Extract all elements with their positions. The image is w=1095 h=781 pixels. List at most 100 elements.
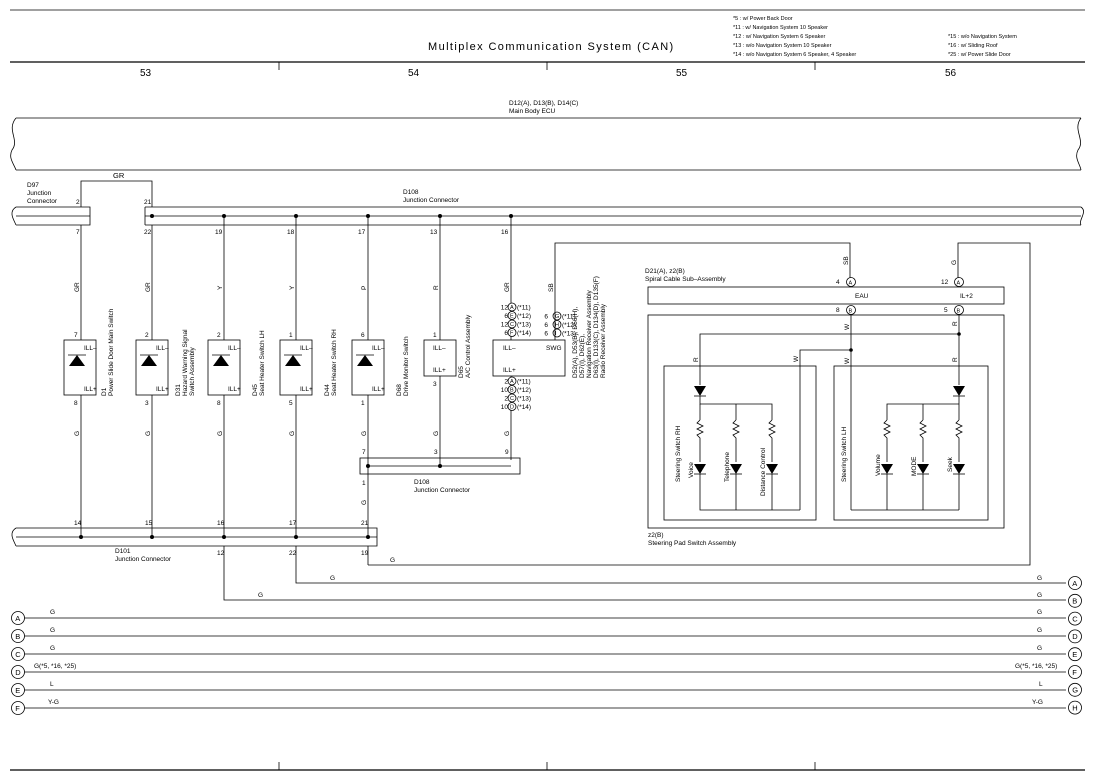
svg-text:W: W	[844, 357, 851, 364]
svg-text:1: 1	[362, 480, 366, 487]
svg-text:ILL+: ILL+	[84, 386, 97, 393]
svg-text:Y-G: Y-G	[48, 699, 59, 706]
svg-text:Y-G: Y-G	[1032, 699, 1043, 706]
ref-circle	[11, 683, 25, 697]
svg-text:D44: D44	[324, 384, 331, 396]
svg-text:GR: GR	[74, 282, 81, 292]
pin-number: 6	[544, 322, 548, 329]
svg-text:G: G	[1037, 575, 1042, 582]
svg-text:D57(I), D62(E),: D57(I), D62(E),	[579, 334, 586, 378]
svg-text:Junction Connector: Junction Connector	[403, 197, 460, 204]
connector-letter-circle	[507, 311, 517, 320]
diagram-title: Multiplex Communication System (CAN)	[428, 41, 675, 53]
svg-text:B: B	[957, 309, 961, 315]
svg-text:A: A	[849, 281, 853, 287]
svg-text:Junction Connector: Junction Connector	[115, 556, 172, 563]
connector-letter: A	[510, 379, 514, 385]
svg-text:7: 7	[76, 229, 80, 236]
svg-text:12: 12	[217, 550, 225, 557]
switch-d45: 2 ILL– ILL+ 8 D45 Seat Heater Switch LH	[207, 330, 266, 407]
steering-pad-switch-assembly: z2(B) Steering Pad Switch Assembly W R R…	[647, 314, 1005, 547]
svg-text:G: G	[361, 431, 368, 436]
svg-text:*5 : w/ Power Back Door: *5 : w/ Power Back Door	[733, 16, 793, 22]
svg-text:GR: GR	[504, 282, 511, 292]
svg-text:W: W	[793, 355, 800, 362]
svg-text:ILL–: ILL–	[300, 345, 313, 352]
svg-text:22: 22	[289, 550, 297, 557]
d108-junction-connector-top: D108 Junction Connector	[144, 189, 1084, 226]
option-notes-left: *5 : w/ Power Back Door *11 : w/ Navigat…	[733, 16, 856, 58]
ref-letter: C	[1072, 614, 1078, 623]
svg-text:8: 8	[74, 400, 78, 407]
svg-text:D68: D68	[396, 384, 403, 396]
svg-text:G: G	[289, 431, 296, 436]
svg-text:56: 56	[945, 68, 957, 79]
pin-number: 10	[501, 387, 509, 394]
svg-text:Junction Connector: Junction Connector	[414, 487, 471, 494]
svg-text:Seat Heater Switch LH: Seat Heater Switch LH	[259, 330, 266, 396]
svg-text:ILL+: ILL+	[372, 386, 385, 393]
svg-text:Volume: Volume	[875, 454, 882, 476]
wire-to-ref-b	[223, 546, 1066, 601]
ref-letter: A	[15, 614, 20, 623]
svg-text:2: 2	[145, 332, 149, 339]
svg-text:G: G	[145, 431, 152, 436]
svg-text:Switch Assembly: Switch Assembly	[189, 346, 196, 396]
connector-letter-circle	[507, 402, 517, 411]
connector-letter: C	[510, 396, 514, 402]
connector-letter: B	[510, 388, 514, 394]
svg-text:G: G	[74, 431, 81, 436]
svg-text:7: 7	[362, 449, 366, 456]
ref-circle	[1068, 611, 1082, 626]
connector-letter-circle	[507, 393, 517, 403]
svg-text:Hazard Warning Signal: Hazard Warning Signal	[182, 329, 189, 396]
connector-letter: A	[510, 305, 514, 311]
svg-text:*13 : w/o Navigation System 10: *13 : w/o Navigation System 10 Speaker	[733, 43, 832, 49]
ref-circle	[11, 611, 25, 625]
svg-text:19: 19	[361, 550, 369, 557]
switch-d68: 6 ILL– ILL+ 1 D68 Drive Monitor Switch	[351, 332, 410, 407]
svg-text:W: W	[844, 323, 851, 330]
pin-number: 6	[544, 331, 548, 338]
ref-circle	[1068, 647, 1082, 662]
connector-letter: H	[555, 323, 559, 329]
svg-text:D108: D108	[403, 189, 419, 196]
ref-letter: E	[15, 686, 20, 695]
svg-text:Distance Control: Distance Control	[760, 447, 767, 496]
svg-text:1: 1	[433, 332, 437, 339]
svg-text:D12(A), D13(B), D14(C): D12(A), D13(B), D14(C)	[509, 100, 578, 107]
pin-number: 12	[501, 322, 509, 329]
connector-letter-circle	[507, 319, 517, 329]
svg-text:ILL–: ILL–	[433, 345, 446, 352]
svg-text:ILL–: ILL–	[372, 345, 385, 352]
connector-letter: I	[555, 331, 557, 337]
svg-text:A/C Control Assembly: A/C Control Assembly	[465, 314, 472, 378]
pin-number: 6	[504, 330, 508, 337]
svg-text:ILL–: ILL–	[228, 345, 241, 352]
svg-text:IL+2: IL+2	[960, 293, 973, 300]
main-body-ecu: D12(A), D13(B), D14(C) Main Body ECU	[10, 100, 1082, 171]
pin-option: (*13)	[562, 331, 576, 338]
svg-text:18: 18	[287, 229, 295, 236]
svg-text:Telephone: Telephone	[724, 452, 731, 482]
wire-color-label: G	[951, 260, 958, 265]
svg-text:z2(B): z2(B)	[648, 532, 664, 539]
svg-text:L: L	[1039, 681, 1043, 688]
ref-letter: H	[1072, 703, 1077, 712]
ref-circle	[1068, 576, 1082, 590]
svg-text:Steering Pad Switch Assembly: Steering Pad Switch Assembly	[648, 540, 737, 547]
svg-text:G: G	[361, 500, 368, 505]
svg-text:Main Body ECU: Main Body ECU	[509, 108, 556, 115]
svg-text:Spiral Cable Sub–Assembly: Spiral Cable Sub–Assembly	[645, 276, 726, 283]
ref-letter: B	[15, 632, 20, 641]
svg-text:*14 : w/o Navigation System 6: *14 : w/o Navigation System 6 Speaker, 4…	[733, 52, 856, 58]
wire-color-label: SB	[843, 256, 850, 265]
svg-text:G: G	[1037, 645, 1042, 652]
pin-option: (*13)	[517, 322, 531, 329]
svg-text:D45: D45	[252, 384, 259, 396]
svg-text:ILL+: ILL+	[503, 367, 516, 374]
svg-text:16: 16	[501, 229, 509, 236]
